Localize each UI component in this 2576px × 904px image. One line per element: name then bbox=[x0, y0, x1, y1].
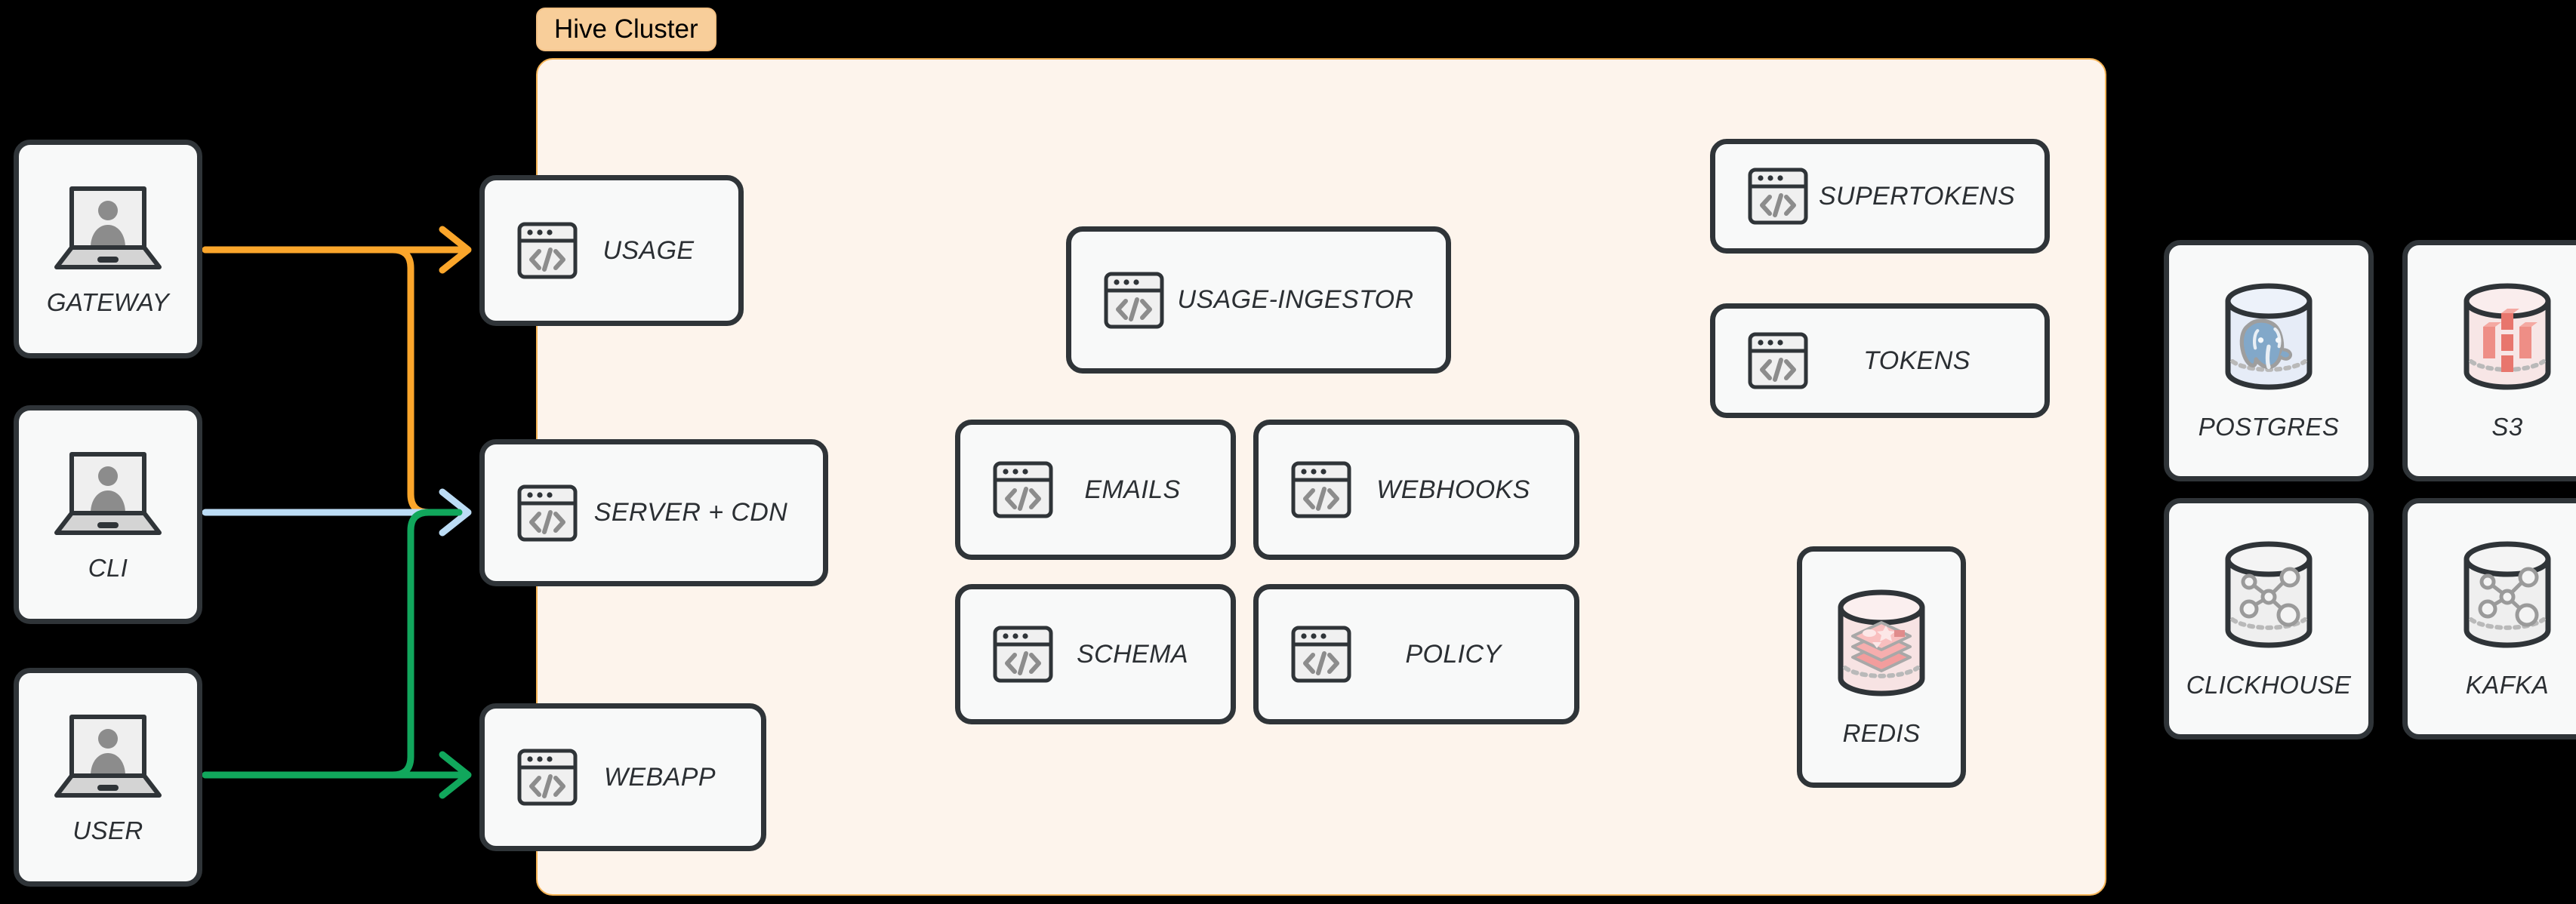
code-window-icon bbox=[992, 459, 1054, 521]
connector-gateway-to-usage bbox=[202, 226, 472, 516]
node-label: POSTGRES bbox=[2198, 413, 2340, 441]
node-gateway[interactable]: GATEWAY bbox=[14, 140, 202, 358]
code-window-icon bbox=[516, 220, 578, 281]
node-cli[interactable]: CLI bbox=[14, 405, 202, 624]
hive-cluster-label: Hive Cluster bbox=[536, 8, 716, 51]
node-webapp[interactable]: WEBAPP bbox=[479, 703, 766, 851]
connector-cli-to-server-cdn bbox=[202, 488, 472, 537]
code-window-icon bbox=[516, 746, 578, 808]
laptop-user-icon bbox=[48, 447, 168, 542]
node-label: REDIS bbox=[1842, 719, 1921, 747]
code-window-icon bbox=[1747, 165, 1809, 227]
code-window-icon bbox=[516, 482, 578, 544]
node-webhooks[interactable]: WEBHOOKS bbox=[1253, 420, 1579, 560]
node-emails[interactable]: EMAILS bbox=[955, 420, 1236, 560]
connector-user-to-webapp bbox=[202, 509, 472, 799]
node-label: WEBHOOKS bbox=[1376, 475, 1530, 504]
generic-cylinder-icon bbox=[2216, 538, 2322, 651]
node-label: CLI bbox=[88, 554, 128, 582]
code-window-icon bbox=[1103, 269, 1165, 331]
node-tokens[interactable]: TOKENS bbox=[1710, 303, 2050, 418]
node-label: CLICKHOUSE bbox=[2186, 671, 2352, 699]
node-postgres[interactable]: POSTGRES bbox=[2164, 240, 2374, 481]
code-window-icon bbox=[1290, 623, 1352, 685]
node-label: EMAILS bbox=[1084, 475, 1181, 504]
node-label: POLICY bbox=[1405, 639, 1502, 669]
node-schema[interactable]: SCHEMA bbox=[955, 584, 1236, 724]
node-user[interactable]: USER bbox=[14, 668, 202, 887]
node-label: SCHEMA bbox=[1077, 639, 1188, 669]
redis-cylinder-icon bbox=[1829, 586, 1934, 700]
node-s3[interactable]: S3 bbox=[2402, 240, 2576, 481]
node-usage[interactable]: USAGE bbox=[479, 175, 744, 326]
node-label: USER bbox=[72, 816, 143, 844]
node-label: USAGE bbox=[602, 235, 695, 265]
s3-cylinder-icon bbox=[2454, 280, 2560, 393]
laptop-user-icon bbox=[48, 709, 168, 804]
node-label: S3 bbox=[2491, 413, 2523, 441]
postgres-cylinder-icon bbox=[2216, 280, 2322, 393]
laptop-user-icon bbox=[48, 181, 168, 276]
generic-cylinder-icon bbox=[2454, 538, 2560, 651]
node-label: USAGE-INGESTOR bbox=[1177, 285, 1414, 314]
node-kafka[interactable]: KAFKA bbox=[2402, 498, 2576, 739]
node-label: SUPERTOKENS bbox=[1818, 181, 2016, 211]
node-label: GATEWAY bbox=[46, 288, 170, 316]
node-usage-ingestor[interactable]: USAGE-INGESTOR bbox=[1066, 226, 1451, 374]
code-window-icon bbox=[1747, 330, 1809, 392]
node-label: SERVER + CDN bbox=[593, 498, 788, 527]
node-label: KAFKA bbox=[2465, 671, 2550, 699]
node-clickhouse[interactable]: CLICKHOUSE bbox=[2164, 498, 2374, 739]
node-label: WEBAPP bbox=[604, 762, 716, 792]
node-supertokens[interactable]: SUPERTOKENS bbox=[1710, 139, 2050, 254]
code-window-icon bbox=[1290, 459, 1352, 521]
node-label: TOKENS bbox=[1863, 346, 1971, 375]
node-policy[interactable]: POLICY bbox=[1253, 584, 1579, 724]
node-server-cdn[interactable]: SERVER + CDN bbox=[479, 439, 828, 586]
node-redis[interactable]: REDIS bbox=[1797, 546, 1966, 788]
code-window-icon bbox=[992, 623, 1054, 685]
